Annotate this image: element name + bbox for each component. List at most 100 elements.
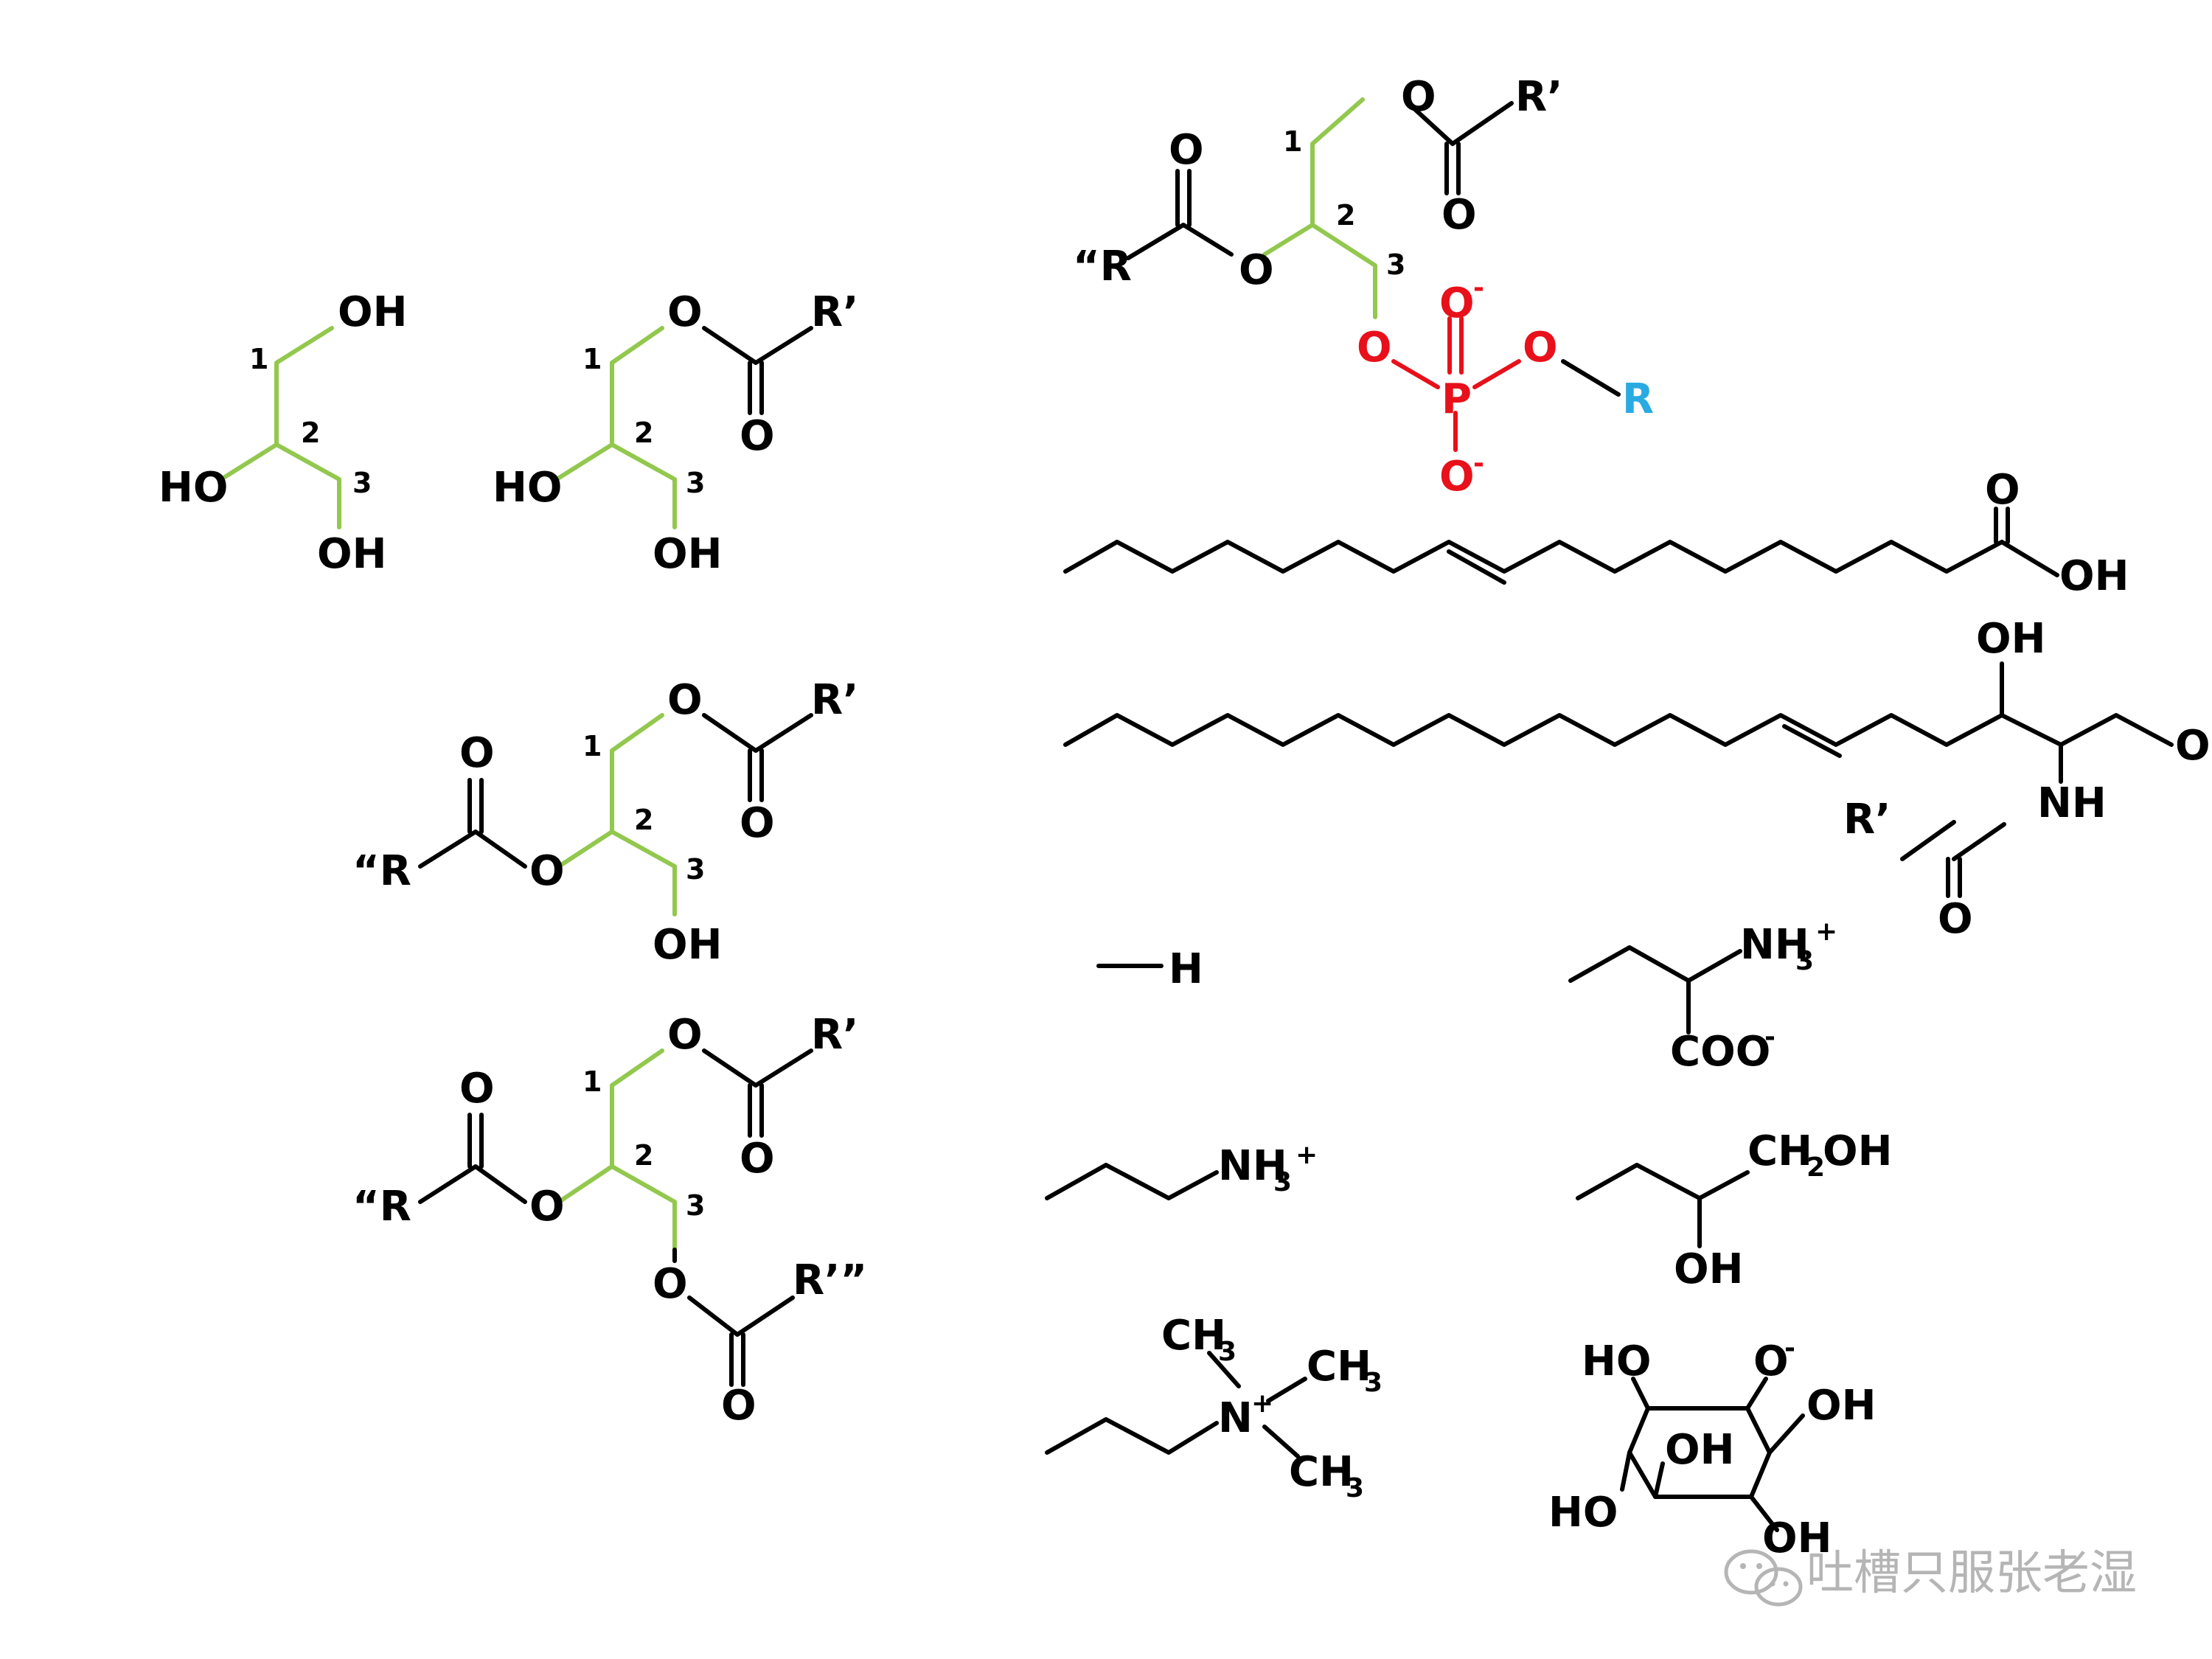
nitrogen-label: N (1218, 1394, 1253, 1442)
diacylglycerol-structure: O R’ O O O “R OH 1 2 3 (352, 676, 858, 969)
negative-charge: - (1784, 1333, 1795, 1363)
choline-head-group: N + CH 3 CH 3 CH 3 (1045, 1312, 1382, 1503)
oh-label: OH (1806, 1382, 1876, 1430)
negative-charge: - (1764, 1022, 1775, 1052)
carbon-number-2: 2 (634, 417, 653, 449)
ester-oxygen: O (1239, 246, 1274, 294)
phosphoglyceride-structure: O R’ O O O “R O P O - O - O R 1 2 3 (1073, 73, 1654, 501)
oh-label: OH (1665, 1426, 1734, 1474)
phosphate-oxygen: O (1439, 279, 1475, 327)
carbon-number-2: 2 (634, 804, 653, 836)
oh-label: OH (1976, 615, 2045, 663)
carbon-number-1: 1 (1283, 125, 1302, 158)
carbon-number-1: 1 (249, 343, 268, 375)
ho-label: HO (159, 464, 228, 512)
phosphate-oxygen: O (1439, 453, 1475, 501)
ester-oxygen: O (653, 1260, 688, 1308)
subscript-3: 3 (1795, 946, 1814, 976)
wechat-icon (1724, 1549, 1803, 1607)
carbon-number-3: 3 (686, 1189, 705, 1222)
ammonium-label: NH (1740, 921, 1809, 969)
hydroxymethyl-label-oh: OH (1823, 1127, 1892, 1175)
subscript-3: 3 (1364, 1368, 1382, 1398)
glycerol-structure: OH HO OH 1 2 3 (159, 288, 407, 578)
oh-label: OH (1762, 1514, 1832, 1562)
hydrogen-head-group: H (1096, 945, 1203, 993)
subscript-3: 3 (1346, 1473, 1364, 1503)
methyl-label: CH (1289, 1448, 1354, 1496)
oh-label: OH (653, 921, 722, 969)
positive-charge: + (1251, 1388, 1273, 1419)
hydrogen-label: H (1169, 945, 1203, 993)
carbonyl-oxygen: O (1938, 895, 1973, 943)
subscript-3: 3 (1218, 1337, 1237, 1367)
watermark: 吐槽只服张老湿 (1724, 1546, 2137, 1607)
oh-label: OH (317, 530, 386, 578)
carbon-number-3: 3 (686, 467, 705, 499)
r-prime-label: R’ (811, 676, 858, 724)
subscript-3: 3 (1273, 1167, 1292, 1197)
fatty-acid-structure: O OH (1063, 466, 2129, 600)
watermark-text: 吐槽只服张老湿 (1806, 1546, 2137, 1601)
oh-label: OH (2175, 722, 2212, 770)
oh-label: HO (1548, 1489, 1618, 1537)
serine-head-group: NH 3 + COO - (1568, 917, 1837, 1076)
ceramide-structure: OH OH NH R’ O (1063, 615, 2212, 943)
r-double-prime-label: “R (352, 1183, 411, 1231)
phosphate-oxygen: O (1523, 324, 1558, 372)
r-triple-prime-label: R’” (793, 1256, 867, 1304)
phosphorus-atom: P (1441, 375, 1472, 423)
carbon-number-1: 1 (582, 1065, 602, 1098)
triacylglycerol-structure: O R’ O O O “R O R’” O 1 2 3 (352, 1011, 867, 1430)
r-prime-label: R’ (1515, 73, 1562, 121)
carbon-number-3: 3 (686, 853, 705, 886)
positive-charge: + (1815, 917, 1837, 947)
r-double-prime-label: “R (1073, 243, 1132, 291)
negative-charge: - (1473, 273, 1484, 303)
ammonium-label: NH (1218, 1142, 1287, 1190)
carbonyl-oxygen: O (1169, 126, 1204, 174)
carbonyl-oxygen: O (740, 1135, 775, 1183)
r-prime-label: R’ (811, 288, 858, 336)
carbonyl-oxygen: O (721, 1382, 757, 1430)
ester-oxygen: O (529, 1183, 565, 1231)
carboxylate-label: COO (1670, 1028, 1770, 1076)
ester-oxygen: O (529, 847, 565, 895)
carbonyl-oxygen: O (740, 799, 775, 847)
carbon-number-2: 2 (1336, 199, 1355, 232)
oh-label: OH (1674, 1245, 1743, 1293)
r-prime-label: R’ (811, 1011, 858, 1059)
methyl-label: CH (1307, 1343, 1371, 1391)
ethanolamine-head-group: NH 3 + (1045, 1140, 1318, 1200)
positive-charge: + (1295, 1140, 1318, 1170)
carbon-number-2: 2 (301, 417, 320, 449)
carbonyl-oxygen: O (459, 1065, 495, 1113)
oh-label: HO (1582, 1338, 1651, 1385)
amide-nh-label: NH (2037, 779, 2107, 827)
carbonyl-oxygen: O (1985, 466, 2020, 514)
r-double-prime-label: “R (352, 847, 411, 895)
carbon-number-2: 2 (634, 1139, 653, 1172)
monoacylglycerol-structure: O R’ O HO OH 1 2 3 (493, 288, 858, 578)
methyl-label: CH (1161, 1312, 1226, 1360)
carbonyl-oxygen: O (740, 412, 775, 460)
subscript-2: 2 (1806, 1152, 1825, 1183)
carbonyl-oxygen: O (1441, 191, 1477, 239)
carbon-number-1: 1 (582, 343, 602, 375)
r-prime-label: R’ (1843, 796, 1891, 844)
negative-charge: - (1473, 448, 1484, 479)
ester-oxygen: O (667, 676, 703, 724)
head-group-r-label: R (1622, 375, 1654, 423)
phosphate-oxygen: O (1357, 324, 1392, 372)
oh-label: OH (338, 288, 407, 336)
carbonyl-oxygen: O (459, 729, 495, 777)
oxide-label: O (1753, 1338, 1789, 1385)
ester-oxygen: O (667, 288, 703, 336)
ester-oxygen: O (667, 1011, 703, 1059)
carbon-number-1: 1 (582, 730, 602, 762)
ester-oxygen: O (1401, 73, 1436, 121)
oh-label: OH (653, 530, 722, 578)
glycerol-head-group: CH 2 OH OH (1576, 1127, 1892, 1293)
carbon-number-3: 3 (352, 467, 372, 499)
